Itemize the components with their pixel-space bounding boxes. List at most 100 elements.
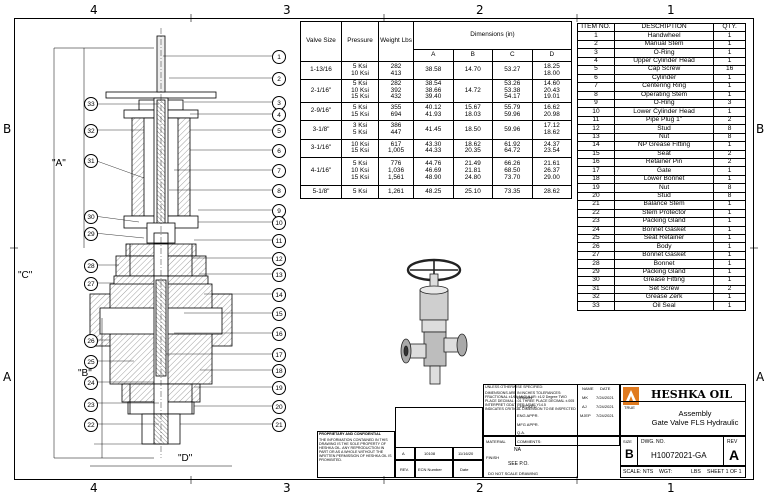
valve-isometric-view (400, 258, 468, 385)
zone-row-a-right: A (756, 370, 765, 384)
proprietary-text: THE INFORMATION CONTAINED IN THIS DRAWIN… (319, 437, 392, 462)
bom-cell-qty: 8 (713, 191, 746, 202)
dimension-cell-pressure: 5 Ksi 15 Ksi (341, 102, 379, 122)
balloon-15: 15 (272, 307, 286, 321)
dimension-cell-c: 59.96 (492, 120, 533, 140)
dimension-cell-d: 14.60 20.43 19.01 (531, 79, 572, 104)
header-dimensions: Dimensions (in) (413, 20, 572, 51)
no-scale-note: DO NOT SCALE DRAWING (488, 471, 539, 476)
bom-cell-description: Operating Stem (613, 90, 715, 100)
zone-col-2-bottom: 2 (476, 481, 484, 495)
bom-cell-description: Manual Stem (613, 39, 715, 50)
dimension-cell-c: 53.27 (492, 60, 533, 81)
header-c: C (492, 49, 533, 62)
balloon-22: 22 (84, 418, 98, 432)
bom-cell-description: Seat (613, 149, 715, 160)
bom-cell-qty: 1 (713, 292, 746, 303)
balloon-5: 5 (272, 124, 286, 138)
eng-appr-by: MJEP (580, 413, 591, 418)
dimension-cell-size: 5-1/8" (300, 185, 342, 199)
bom-cell-description: Handwheel (613, 31, 715, 41)
bom-cell-qty: 1 (713, 208, 746, 219)
proprietary-notice: PROPRIETARY AND CONFIDENTIAL THE INFORMA… (317, 431, 395, 478)
dimension-cell-pressure: 10 Ksi 15 Ksi (341, 138, 379, 159)
bom-cell-qty: 1 (713, 39, 746, 50)
dimension-cell-b: 14.70 (452, 60, 493, 81)
bom-cell-qty: 1 (713, 217, 746, 227)
comments-block: COMMENTS: (515, 436, 620, 446)
dimension-cell-size: 3-1/16" (300, 138, 342, 159)
dimension-cell-weight: 355 694 (378, 102, 414, 122)
bom-cell-item: 1 (577, 31, 615, 41)
bom-cell-qty: 16 (713, 65, 746, 75)
dimension-cell-b: 18.50 (452, 120, 493, 140)
dimension-a-label: "A" (52, 158, 66, 169)
bom-cell-item: 32 (577, 292, 615, 303)
bom-cell-description: Stem Protector (613, 208, 715, 219)
dimension-cell-b: 25.10 (452, 185, 493, 199)
scale-sheet-row: SCALE: NTS WGT: LBS SHEET 1 OF 1 (620, 466, 746, 478)
bom-cell-qty: 1 (713, 301, 746, 311)
balloon-32: 32 (84, 124, 98, 138)
dimension-cell-c: 53.26 53.38 54.17 (492, 79, 533, 104)
dimension-cell-weight: 1,261 (378, 185, 414, 199)
material-value: NA (514, 447, 521, 453)
company-title-block: TRUE HESHKA OIL Assembly Gate Valve FLS … (620, 384, 746, 436)
dimension-cell-pressure: 5 Ksi (341, 185, 379, 199)
balloon-2: 2 (272, 72, 286, 86)
dimension-cell-size: 2-9/16" (300, 102, 342, 122)
comments-label: COMMENTS: (517, 439, 542, 444)
dimension-cell-pressure: 5 Ksi 10 Ksi (341, 60, 379, 81)
drawing-title: Assembly Gate Valve FLS Hydraulic (643, 409, 745, 427)
header-a: A (413, 49, 454, 62)
dimension-table: Valve Size Pressure Weight Lbs Dimension… (300, 20, 572, 199)
balloon-26: 26 (84, 334, 98, 348)
zone-col-4-top: 4 (90, 3, 98, 17)
dimension-cell-pressure: 3 Ksi 5 Ksi (341, 120, 379, 140)
bom-cell-description: Stud (613, 191, 715, 202)
dimension-cell-a: 44.76 46.69 48.90 (413, 156, 454, 187)
bom-cell-qty: 1 (713, 200, 746, 210)
bom-cell-description: Set Screw (613, 284, 715, 295)
bom-cell-item: 25 (577, 233, 615, 244)
dimension-cell-d: 17.12 18.62 (531, 120, 572, 140)
bom-cell-item: 7 (577, 82, 615, 92)
bom-cell-item: 24 (577, 225, 615, 235)
ecn-header: ECN Number (418, 467, 442, 472)
bom-cell-item: 29 (577, 267, 615, 278)
drawing-number-block: SIZE B DWG. NO. H10072021-GA REV A (620, 436, 746, 466)
balloon-4: 4 (272, 108, 286, 122)
rev-date-header: Date (460, 467, 469, 472)
bom-cell-description: Cylinder (613, 73, 715, 84)
bom-header-qty: QTY. (713, 22, 746, 33)
bom-cell-description: Retainer Pin (613, 157, 715, 168)
balloon-12: 12 (272, 252, 286, 266)
eng-appr-date: 7/24/2021 (596, 413, 614, 418)
finish-value: SEE P.O. (508, 461, 529, 467)
bom-cell-description: Cap Screw (613, 65, 715, 75)
proprietary-title: PROPRIETARY AND CONFIDENTIAL (319, 432, 381, 436)
scale-label: SCALE: NTS (623, 469, 654, 475)
bom-cell-item: 11 (577, 115, 615, 126)
dimension-cell-b: 15.67 18.03 (452, 102, 493, 122)
bom-cell-item: 19 (577, 183, 615, 193)
revision-row: A 10108 11/16/20 (395, 447, 483, 460)
dimension-cell-d: 21.61 26.37 29.00 (531, 156, 572, 187)
bom-cell-item: 15 (577, 149, 615, 160)
bom-cell-item: 16 (577, 157, 615, 168)
